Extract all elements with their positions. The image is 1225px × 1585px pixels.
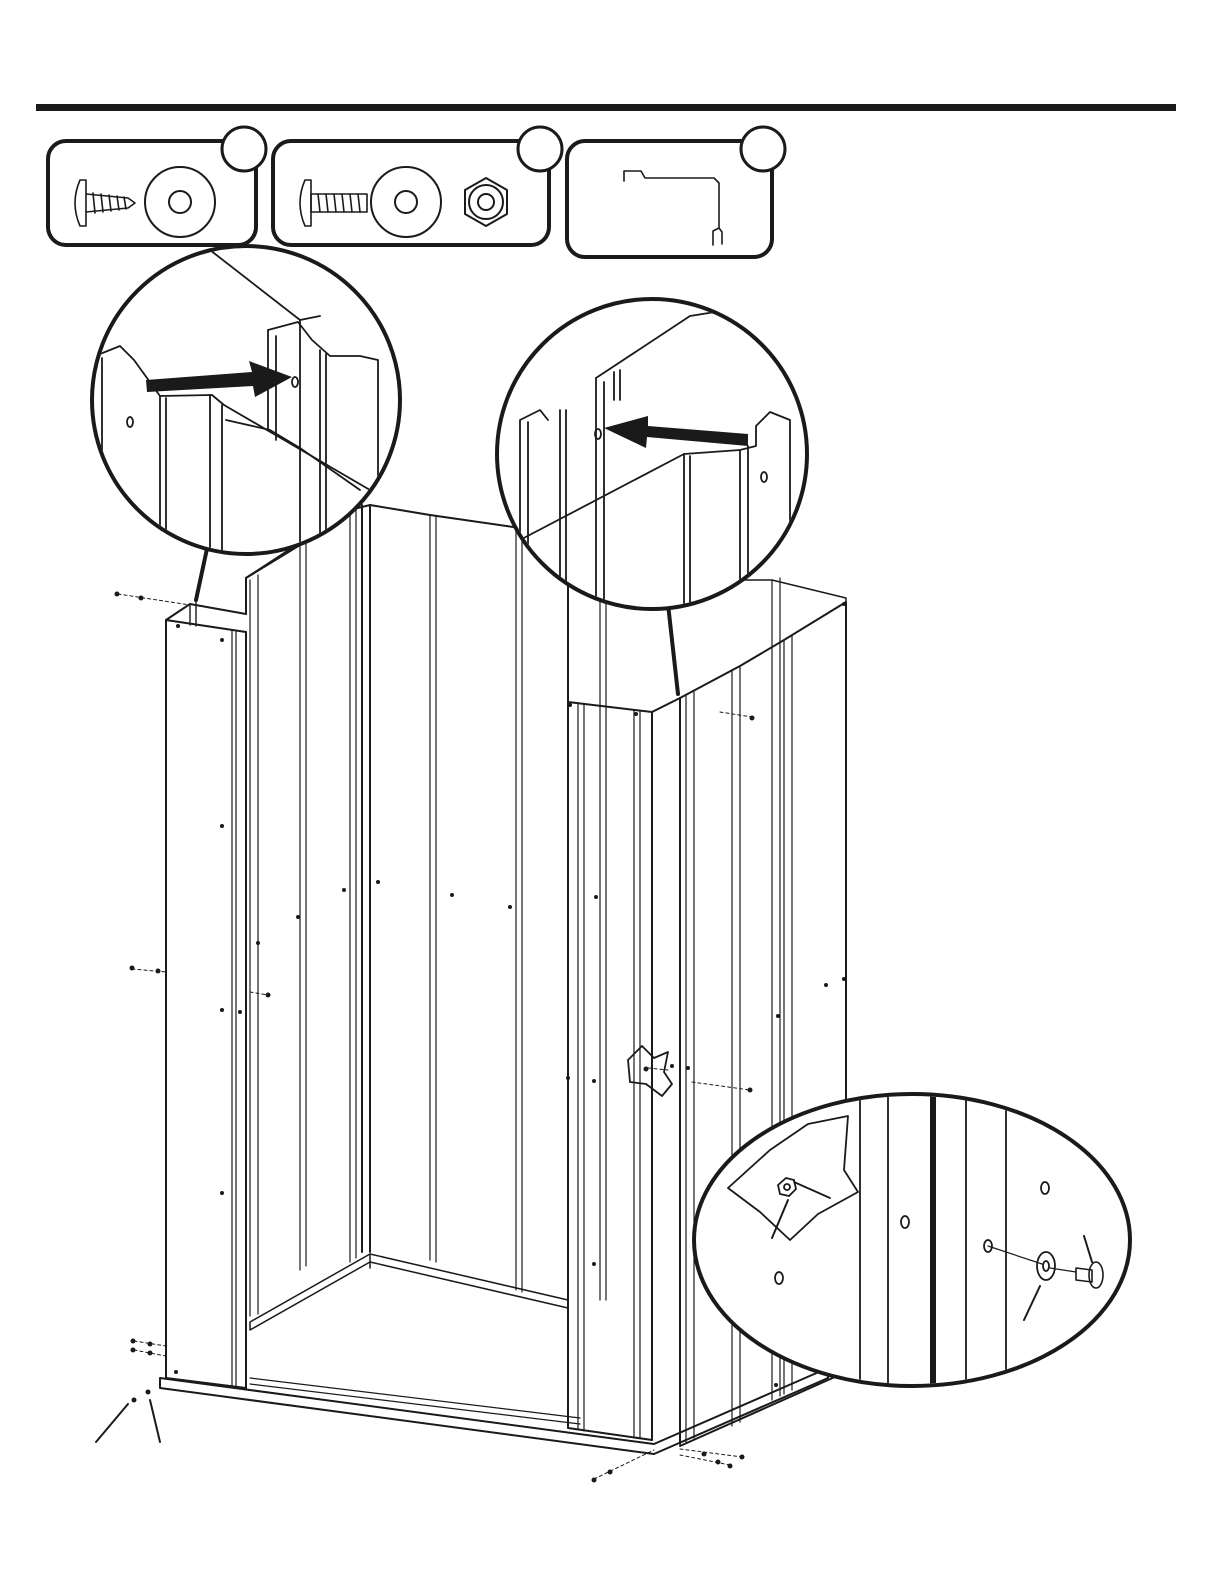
parts-panel-b	[273, 127, 562, 245]
parts-panel-a	[48, 127, 266, 245]
channel-profile-icon	[624, 171, 722, 245]
detail-leader-right	[668, 604, 678, 694]
flat-washer-icon	[371, 167, 441, 237]
part-badge-a	[222, 127, 266, 171]
part-badge-c	[741, 127, 785, 171]
detail-view-top-right	[497, 299, 807, 620]
back-wall-panel	[362, 505, 568, 1252]
machine-bolt-icon	[300, 180, 367, 226]
flat-washer-icon	[145, 167, 215, 237]
parts-panel-c	[567, 127, 785, 257]
left-wall-panel	[166, 620, 246, 1388]
base-frame	[160, 1368, 828, 1454]
detail-leader-left	[196, 544, 208, 600]
page-header-rule	[36, 104, 1176, 111]
right-wall-panel	[652, 698, 680, 1444]
hex-nut-icon	[465, 178, 507, 226]
detail-view-fastener	[694, 1094, 1130, 1390]
part-badge-b	[518, 127, 562, 171]
shed-assembly	[96, 505, 846, 1483]
tapping-screw-icon	[75, 180, 135, 226]
